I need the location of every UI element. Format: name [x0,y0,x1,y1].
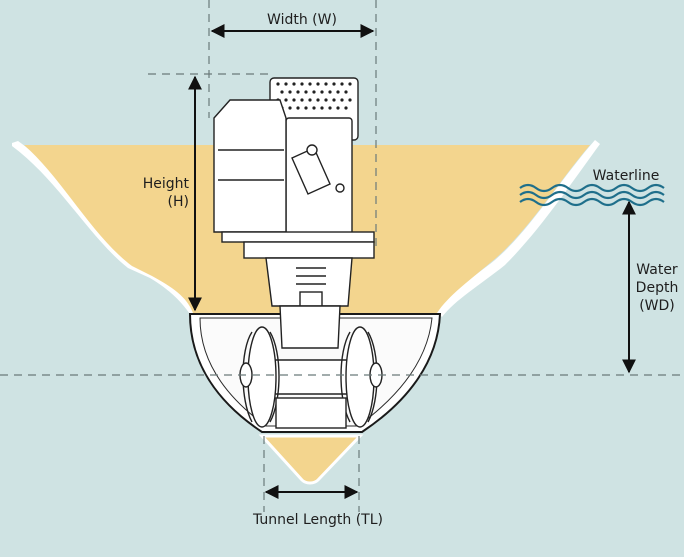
dimension-arrows [188,24,636,499]
water-depth-label-line1: Water [636,262,678,278]
tunnel-length-label: Tunnel Length (TL) [252,512,383,528]
hull-keel [258,434,364,485]
water-depth-label-line3: (WD) [639,298,675,314]
waterline-waves-icon [519,183,665,207]
height-label-line2: (H) [168,194,189,210]
height-label-line1: Height [143,176,190,192]
bow-thruster-motor-icon [213,77,383,429]
water-depth-label-line2: Depth [636,280,679,296]
width-label: Width (W) [267,12,337,28]
dashed-guides [0,0,684,512]
waterline-label: Waterline [593,168,660,184]
